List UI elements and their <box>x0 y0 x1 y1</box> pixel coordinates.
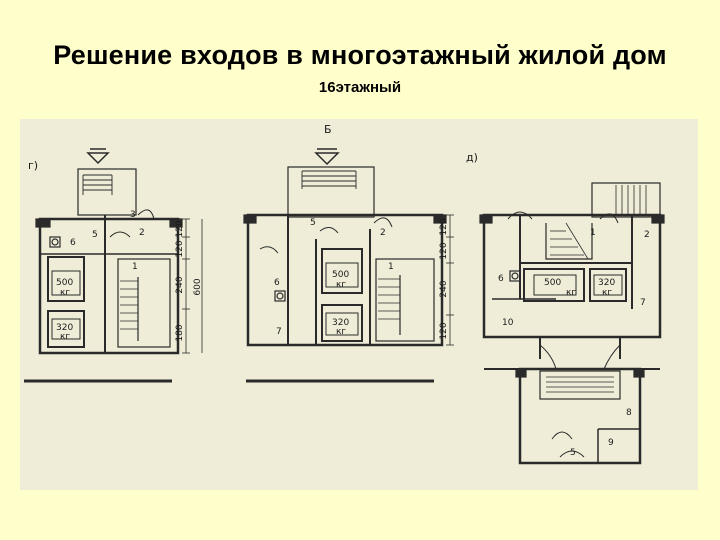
room-6-label: 6 <box>274 278 280 288</box>
dim-240: 240 <box>439 280 449 297</box>
room-7-label: 7 <box>276 327 282 337</box>
floor-plans-drawing: г) <box>24 123 665 465</box>
room-6-label: 6 <box>498 274 504 284</box>
dim-120-a: 120 <box>175 220 185 237</box>
elevator-320-capacity: 320 <box>56 323 73 333</box>
plan-b: Б <box>243 123 454 383</box>
plan-g: г) <box>24 148 203 383</box>
plan-g-marker: г) <box>28 159 38 172</box>
dim-120-c: 120 <box>439 322 449 339</box>
elevator-320-unit: кг <box>336 327 346 337</box>
plan-b-walls <box>246 213 444 347</box>
elevator-500-unit: кг <box>336 280 346 290</box>
room-9-label: 9 <box>608 438 614 448</box>
porch <box>591 182 661 218</box>
dim-180: 180 <box>175 324 185 341</box>
elevator-320-shaft <box>589 268 627 302</box>
room-1-label: 1 <box>388 262 394 272</box>
elevator-500-capacity: 500 <box>332 270 349 280</box>
plan-d: д) <box>466 151 665 465</box>
dim-600: 600 <box>193 278 203 295</box>
elevator-320-unit: кг <box>602 288 612 298</box>
dim-120-a: 120 <box>439 218 449 235</box>
room-1-label: 1 <box>132 262 138 272</box>
room-3-label: 3 <box>130 210 136 220</box>
room-5-label: 5 <box>310 218 316 228</box>
elevator-500-shaft <box>523 268 585 302</box>
plan-d-marker: д) <box>466 151 478 164</box>
elevator-320-capacity: 320 <box>332 318 349 328</box>
plan-b-marker: Б <box>324 123 332 136</box>
room-2-label: 2 <box>139 228 145 238</box>
room-10-label: 10 <box>502 318 514 328</box>
room-7-label: 7 <box>640 298 646 308</box>
dim-240: 240 <box>175 276 185 293</box>
room-8-label: 8 <box>626 408 632 418</box>
elevator-500-unit: кг <box>566 288 576 298</box>
dim-120-b: 120 <box>439 242 449 259</box>
room-1-label: 1 <box>590 228 596 238</box>
elevator-500-unit: кг <box>60 288 70 298</box>
elevator-320-unit: кг <box>60 332 70 342</box>
room-6-label: 6 <box>70 238 76 248</box>
slide-subtitle: 16этажный <box>318 79 402 96</box>
porch <box>77 168 137 216</box>
floor-plans-figure: г) <box>20 119 698 490</box>
plan-g-walls <box>38 217 180 355</box>
lower-steps <box>539 370 621 400</box>
elevator-320-shaft <box>321 304 363 342</box>
plan-d-walls <box>482 213 662 339</box>
room-5-label: 5 <box>570 448 576 458</box>
room-2-label: 2 <box>380 228 386 238</box>
entrance-arrow-icon <box>86 152 110 165</box>
dim-120-b: 120 <box>175 240 185 257</box>
elevator-500-capacity: 500 <box>544 278 561 288</box>
elevator-320-shaft <box>47 310 85 348</box>
room-2-label: 2 <box>644 230 650 240</box>
elevator-500-capacity: 500 <box>56 278 73 288</box>
elevator-500-shaft <box>321 248 363 294</box>
elevator-500-shaft <box>47 256 85 302</box>
porch <box>287 166 375 218</box>
elevator-320-capacity: 320 <box>598 278 615 288</box>
room-5-label: 5 <box>92 230 98 240</box>
slide-title: Решение входов в многоэтажный жилой дом <box>53 40 667 70</box>
entrance-arrow-icon <box>314 152 340 166</box>
